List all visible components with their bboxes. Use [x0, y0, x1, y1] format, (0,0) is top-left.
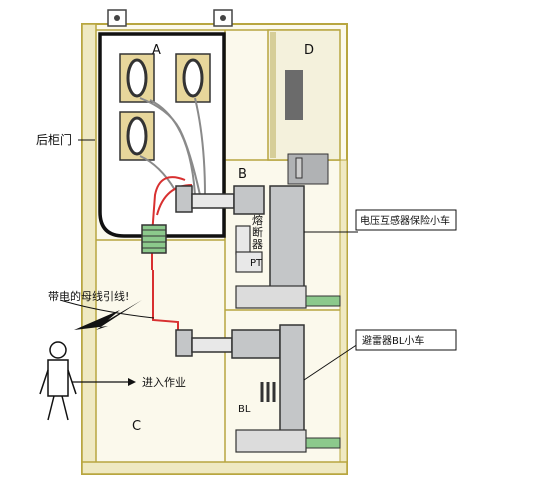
- vt-fuse-callout-box: [355, 209, 457, 231]
- compartment-d: [267, 29, 341, 185]
- arrester-truck: [175, 324, 341, 453]
- label-fuse-2: 断: [252, 225, 263, 239]
- label-d: D: [304, 43, 314, 58]
- live-busbar-warning: 带电的母线引线!: [48, 289, 129, 303]
- label-pt: PT: [250, 258, 263, 269]
- label-bl: BL: [238, 404, 251, 415]
- label-fuse-1: 熔: [252, 213, 263, 227]
- vt-fuse-truck: [175, 185, 341, 309]
- insulator-group: [119, 53, 211, 161]
- enter-work-label: 进入作业: [142, 376, 186, 389]
- label-fuse-3: 器: [252, 238, 263, 251]
- compartment-a: [98, 32, 226, 238]
- busbar-wires: [139, 97, 206, 196]
- label-rear-door: 后柜门: [36, 132, 72, 147]
- arrester-truck-label: 避雷器BL小车: [362, 334, 424, 347]
- arrester-callout-box: [355, 329, 457, 351]
- callout-lines: [59, 139, 359, 381]
- enter-work-arrow: [72, 378, 136, 386]
- current-transformer: [141, 224, 167, 254]
- label-c: C: [132, 419, 141, 434]
- label-b: B: [238, 167, 247, 182]
- vt-fuse-truck-label: 电压互感器保险小车: [360, 214, 450, 227]
- label-a: A: [152, 43, 161, 58]
- worker-figure-icon: [39, 341, 77, 421]
